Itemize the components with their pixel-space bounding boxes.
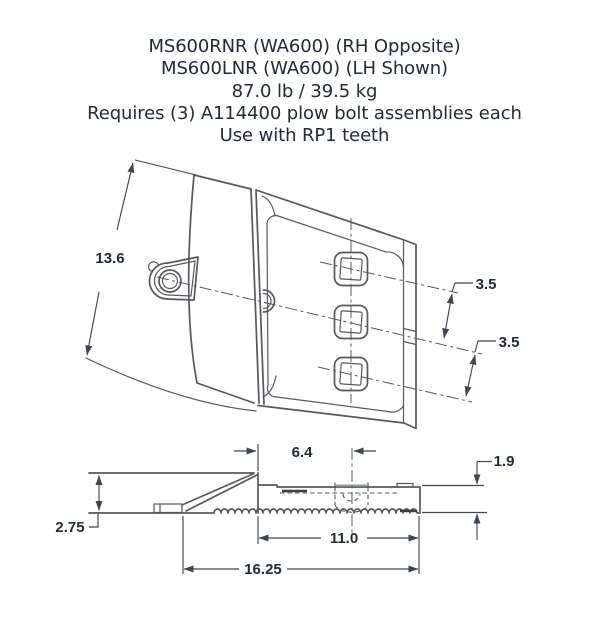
- model-line-rh: MS600RNR (WA600) (RH Opposite): [148, 36, 461, 57]
- flange-seam-tick-1: [402, 327, 417, 333]
- lifting-eye-outer: [148, 256, 199, 301]
- plate-outer-boundary: [255, 189, 417, 430]
- dim-3-5b-line: [464, 354, 477, 397]
- dim-plate-thickness: 1.9: [422, 453, 514, 540]
- dim-apex-offset: 6.4: [234, 444, 376, 544]
- dim-3-5a-elbow: [451, 282, 473, 293]
- band-gusset-bottom: [262, 375, 277, 398]
- hole1-centerline: [319, 261, 459, 294]
- center-ear-lug-inner: [262, 292, 272, 310]
- dim-edge-height-label: 2.75: [55, 519, 84, 536]
- eye-ring-inner: [161, 272, 179, 290]
- edge-band: [250, 188, 265, 405]
- dim-front-height: 13.6: [85, 159, 197, 356]
- eye-hook-mark: [148, 261, 160, 272]
- bolt-hole-2: [333, 304, 369, 340]
- side-view-drawing: 6.4 2.75 1.9 11.0 16.25: [55, 444, 514, 578]
- usage-line: Use with RP1 teeth: [219, 125, 390, 147]
- dim-13-6-ext-top: [134, 159, 197, 176]
- dim-16-25-ext: [182, 516, 420, 574]
- bolt-hole-1: [333, 251, 369, 287]
- title-block: MS600RNR (WA600) (RH Opposite) MS600LNR …: [0, 36, 609, 147]
- dim-hole-pitch-upper-label: 3.5: [476, 276, 497, 293]
- block-outline: [257, 484, 421, 514]
- dim-plate-thickness-label: 1.9: [494, 453, 515, 470]
- flange-seam-tick-2: [402, 340, 417, 346]
- bolt-hole-1-square: [339, 257, 363, 281]
- bolt-hole-2-boss: [333, 304, 369, 340]
- dim-front-height-label: 13.6: [95, 250, 124, 267]
- model-line-lh: MS600LNR (WA600) (LH Shown): [161, 58, 448, 80]
- plate-inner-panel: [266, 214, 405, 413]
- hidden-boss-inner-arc: [342, 493, 361, 502]
- block-right-tab: [396, 482, 414, 488]
- weight-line: 87.0 lb / 39.5 kg: [231, 80, 378, 102]
- dim-13-6-line-upper: [116, 162, 135, 231]
- dim-1-9-ext: [422, 484, 487, 514]
- lifting-eye-inner: [153, 260, 196, 297]
- dim-overall-length: 16.25: [182, 516, 420, 578]
- dim-13-6-line-lower: [85, 291, 100, 356]
- bolt-hole-3-square: [339, 362, 363, 386]
- blade-outline: [187, 174, 255, 404]
- dim-hole-pitch-upper: 3.5: [442, 276, 497, 339]
- bolt-hole-3-boss: [333, 356, 369, 392]
- dim-overall-length-label: 16.25: [244, 561, 282, 578]
- eye-ring-outer: [158, 269, 182, 293]
- dim-2-75-leader: [89, 514, 99, 528]
- front-view-drawing: 13.6 3.5 3.5: [85, 159, 520, 430]
- bolt-hole-2-square: [339, 310, 363, 334]
- dim-hole-pitch-lower: 3.5: [464, 334, 520, 397]
- bolt-hole-1-boss: [333, 251, 369, 287]
- dim-base-length-label: 11.0: [330, 530, 358, 547]
- base-plate: [153, 503, 183, 514]
- main-centerline: [156, 276, 483, 355]
- blade-lower-facet: [85, 357, 257, 412]
- wedge-slope: [181, 472, 258, 512]
- hidden-boss-outline: [334, 487, 369, 513]
- serrated-edge: [213, 508, 421, 514]
- dim-base-length: 11.0: [258, 530, 419, 547]
- dim-apex-offset-label: 6.4: [292, 444, 314, 461]
- band-gusset-top: [261, 195, 276, 217]
- dim-edge-height: 2.75: [55, 475, 103, 536]
- dim-3-5b-elbow: [474, 340, 496, 353]
- dim-hole-pitch-lower-label: 3.5: [499, 334, 520, 351]
- hole3-centerline: [317, 366, 473, 403]
- bolt-hole-3: [333, 356, 369, 392]
- dim-3-5a-line: [442, 293, 454, 339]
- requirements-line: Requires (3) A114400 plow bolt assemblie…: [87, 102, 522, 124]
